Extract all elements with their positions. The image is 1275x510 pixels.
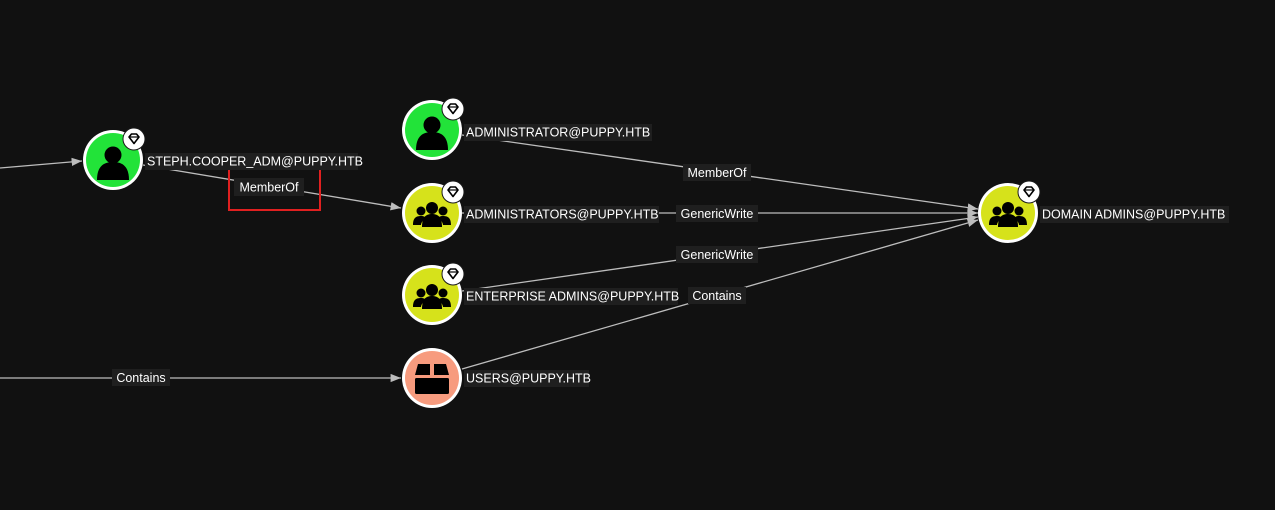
node-users[interactable] — [402, 348, 462, 408]
edge-label-memberof: MemberOf — [239, 181, 299, 195]
edge-label-genericwrite: GenericWrite — [681, 248, 754, 262]
gem-icon — [122, 127, 146, 151]
edge-label-contains: Contains — [692, 289, 741, 303]
node-label: DOMAIN ADMINS@PUPPY.HTB — [1042, 208, 1225, 222]
edge-label-memberof: MemberOf — [687, 166, 747, 180]
edge-steph-memberof-administrators[interactable]: MemberOf — [142, 164, 402, 211]
edge-incoming-contains-users[interactable]: Contains — [0, 369, 401, 386]
node-label: USERS@PUPPY.HTB — [466, 372, 591, 386]
node-domain-admins[interactable] — [978, 180, 1041, 243]
edge-enterprise-admins-genericwrite-domain-admins[interactable]: GenericWrite — [461, 214, 979, 292]
node-label: ADMINISTRATORS@PUPPY.HTB — [466, 208, 659, 222]
edge-users-contains-domain-admins[interactable]: Contains — [461, 218, 979, 370]
gem-icon — [441, 97, 465, 121]
edge-label-contains: Contains — [116, 371, 165, 385]
node-label: ADMINISTRATOR@PUPPY.HTB — [466, 126, 650, 140]
gem-icon — [441, 262, 465, 286]
edge-incoming-to-steph[interactable] — [0, 157, 83, 169]
node-administrator[interactable] — [402, 97, 465, 160]
edge-label-genericwrite: GenericWrite — [681, 207, 754, 221]
node-administrators[interactable] — [402, 180, 465, 243]
node-steph-cooper-adm[interactable] — [83, 127, 146, 190]
gem-icon — [441, 180, 465, 204]
node-enterprise-admins[interactable] — [402, 262, 465, 325]
node-label: STEPH.COOPER_ADM@PUPPY.HTB — [147, 155, 363, 169]
gem-icon — [1017, 180, 1041, 204]
edge-administrator-memberof-domain-admins[interactable]: MemberOf — [461, 134, 979, 212]
node-label: ENTERPRISE ADMINS@PUPPY.HTB — [466, 290, 679, 304]
